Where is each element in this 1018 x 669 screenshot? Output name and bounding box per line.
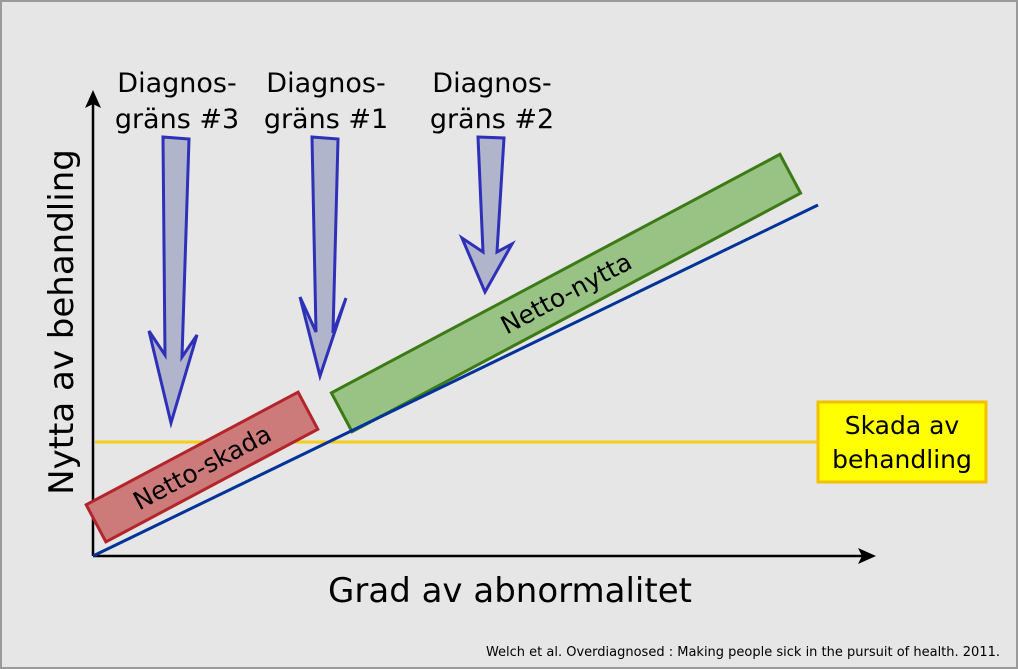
benefit-line	[92, 203, 819, 558]
threshold-arrow-1	[298, 135, 348, 382]
x-axis-arrowhead	[858, 548, 876, 564]
harm-box-line1: Skada av	[845, 411, 960, 440]
threshold-3-line1: Diagnos-	[117, 68, 236, 99]
threshold-3-line2: gräns #3	[115, 104, 239, 135]
threshold-1-line1: Diagnos-	[266, 68, 385, 99]
threshold-label-3: Diagnos- gräns #3	[115, 68, 239, 135]
threshold-label-1: Diagnos- gräns #1	[264, 68, 388, 135]
y-axis-label: Nytta av behandling	[42, 149, 82, 495]
threshold-2-line2: gräns #2	[430, 104, 554, 135]
threshold-label-2: Diagnos- gräns #2	[430, 68, 554, 135]
y-axis-arrowhead	[85, 90, 101, 108]
axes	[91, 100, 865, 558]
threshold-arrow-3	[147, 135, 199, 429]
x-axis-label: Grad av abnormalitet	[328, 571, 692, 611]
citation: Welch et al. Overdiagnosed : Making peop…	[486, 645, 1000, 660]
harm-box: Skada av behandling	[816, 400, 988, 484]
threshold-arrow-2	[458, 135, 516, 296]
threshold-1-line2: gräns #1	[264, 104, 388, 135]
threshold-2-line1: Diagnos-	[432, 68, 551, 99]
harm-box-line2: behandling	[832, 445, 972, 474]
